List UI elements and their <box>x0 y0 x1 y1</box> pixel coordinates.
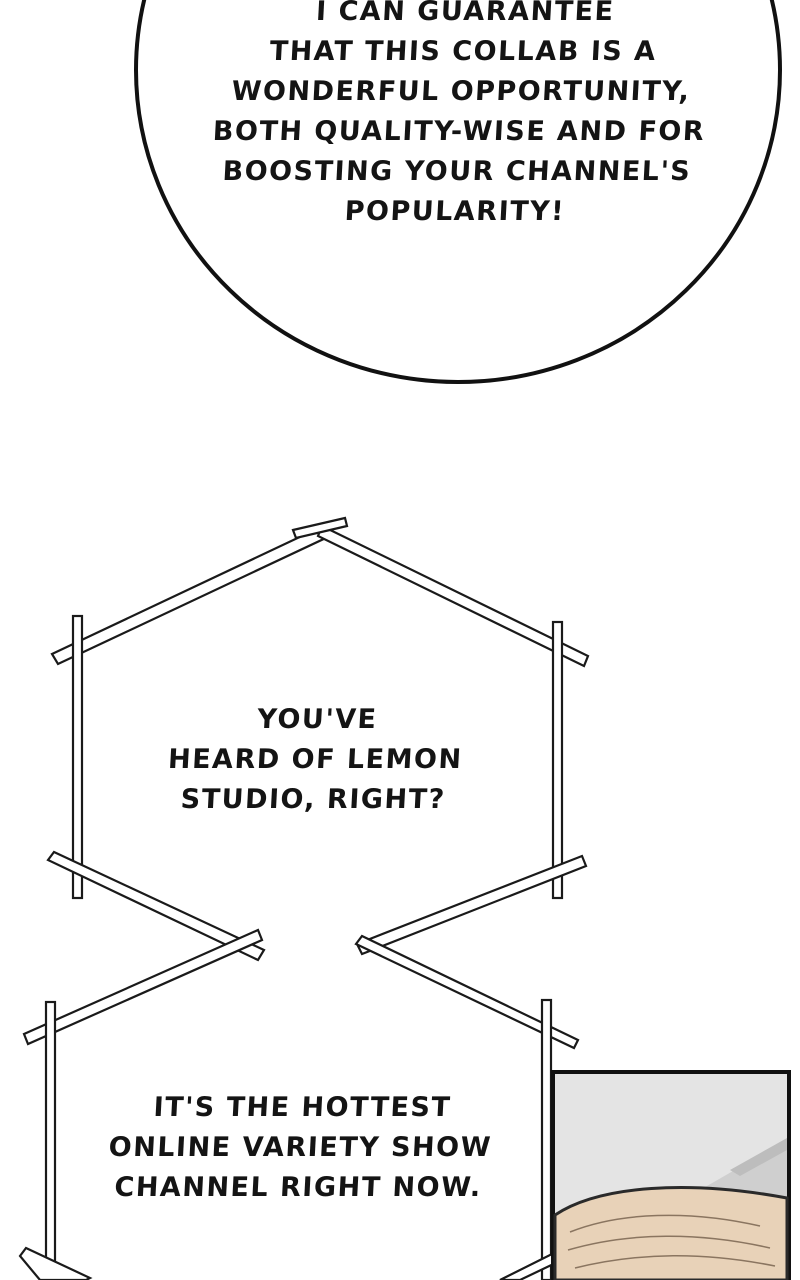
speech-line: I CAN GUARANTEE <box>315 0 616 27</box>
hex-bubble-lower <box>18 928 580 1280</box>
speech-line: POPULARITY! <box>343 196 566 227</box>
hex-bubble-upper <box>46 516 590 962</box>
speech-line: WONDERFUL OPPORTUNITY, <box>230 76 692 107</box>
speech-line: CHANNEL RIGHT NOW. <box>113 1172 483 1203</box>
speech-line: BOTH QUALITY-WISE AND FOR <box>212 116 706 147</box>
speech-line: IT'S THE HOTTEST <box>152 1092 453 1123</box>
hex-upper-text: YOU'VE HEARD OF LEMON STUDIO, RIGHT? <box>127 700 504 830</box>
speech-line: STUDIO, RIGHT? <box>179 784 447 815</box>
round-speech-bubble <box>134 0 782 384</box>
speech-line: THAT THIS COLLAB IS A <box>268 36 658 67</box>
hex-lower-text: IT'S THE HOTTEST ONLINE VARIETY SHOW CHA… <box>87 1088 514 1218</box>
speech-line: BOOSTING YOUR CHANNEL'S <box>221 156 692 187</box>
speech-line: ONLINE VARIETY SHOW <box>107 1132 493 1163</box>
character-panel <box>551 1070 791 1280</box>
speech-line: YOU'VE <box>256 704 379 735</box>
speech-line: HEARD OF LEMON <box>167 744 464 775</box>
round-speech-text: I CAN GUARANTEE THAT THIS COLLAB IS A WO… <box>194 0 727 232</box>
